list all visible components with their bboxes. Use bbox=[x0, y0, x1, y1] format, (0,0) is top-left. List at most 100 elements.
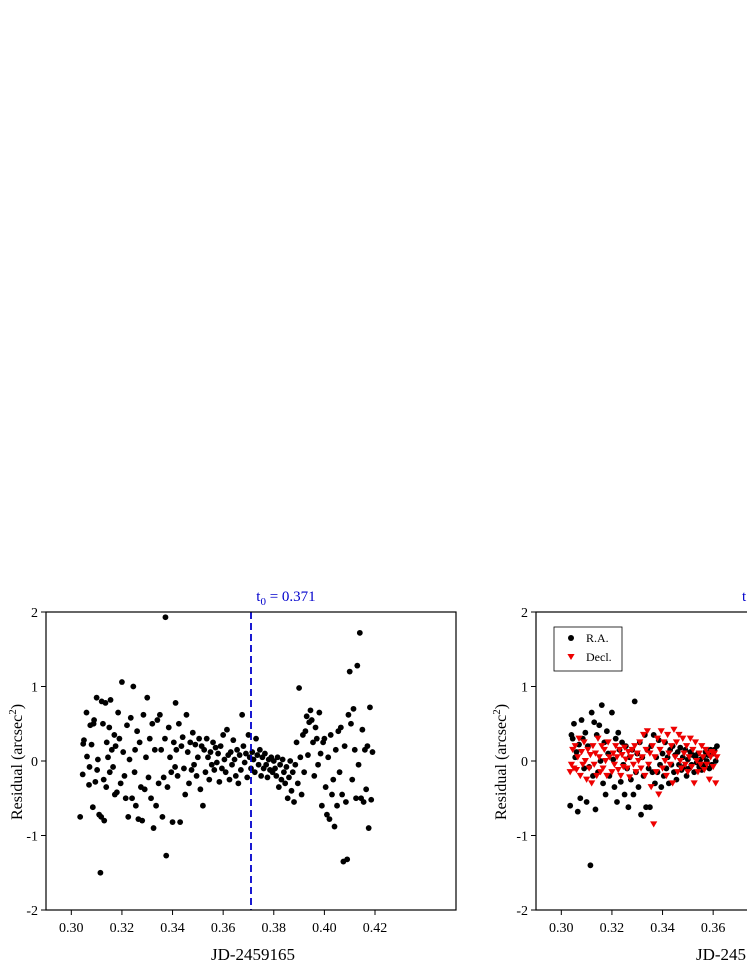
data-point bbox=[354, 662, 361, 669]
decl-point bbox=[613, 754, 621, 761]
data-point bbox=[143, 754, 149, 761]
x-tick-label: 0.32 bbox=[110, 921, 135, 936]
data-point bbox=[263, 761, 270, 768]
x-tick-label: 0.30 bbox=[549, 921, 574, 936]
data-point bbox=[281, 769, 287, 776]
data-point bbox=[79, 771, 86, 778]
data-point bbox=[258, 773, 265, 779]
data-point bbox=[307, 707, 314, 714]
decl-point bbox=[690, 780, 698, 787]
ra-point bbox=[610, 756, 617, 763]
data-point bbox=[315, 761, 321, 768]
decl-point bbox=[629, 761, 638, 768]
data-point bbox=[179, 734, 186, 741]
decl-point bbox=[641, 772, 649, 780]
decl-point bbox=[699, 754, 707, 761]
data-point bbox=[156, 711, 163, 718]
data-point bbox=[239, 711, 246, 718]
decl-point bbox=[577, 749, 586, 756]
data-point bbox=[227, 749, 234, 755]
decl-point bbox=[686, 735, 694, 742]
ra-point bbox=[609, 709, 615, 716]
data-point bbox=[183, 711, 190, 718]
decl-point bbox=[681, 761, 689, 768]
data-point bbox=[294, 780, 301, 787]
decl-point bbox=[689, 746, 697, 754]
data-point bbox=[120, 749, 127, 755]
panel-right-points bbox=[566, 698, 721, 869]
decl-point bbox=[596, 769, 605, 776]
data-point bbox=[355, 761, 362, 768]
data-point bbox=[201, 746, 208, 753]
data-point bbox=[129, 795, 135, 802]
decl-point bbox=[571, 743, 579, 750]
data-point bbox=[172, 699, 179, 706]
data-point bbox=[289, 769, 296, 776]
data-point bbox=[159, 813, 166, 820]
decl-point bbox=[652, 769, 660, 776]
decl-point bbox=[682, 743, 691, 750]
data-point bbox=[310, 739, 316, 746]
decl-point bbox=[601, 758, 610, 765]
data-point bbox=[88, 741, 95, 748]
data-point bbox=[131, 769, 138, 776]
data-point bbox=[303, 713, 310, 720]
y-tick-label: 0 bbox=[31, 755, 38, 770]
data-point bbox=[101, 817, 108, 824]
data-point bbox=[125, 813, 132, 820]
panel-right-title: t bbox=[742, 589, 747, 605]
data-point bbox=[292, 761, 299, 768]
legend-label-decl: Decl. bbox=[586, 650, 612, 664]
decl-point bbox=[572, 766, 581, 774]
data-point bbox=[245, 732, 252, 738]
data-point bbox=[325, 754, 332, 761]
data-point bbox=[339, 791, 346, 798]
data-point bbox=[324, 811, 330, 818]
data-point bbox=[230, 737, 237, 744]
data-point bbox=[243, 750, 249, 757]
data-point bbox=[154, 717, 161, 723]
decl-point bbox=[662, 772, 670, 780]
decl-point bbox=[698, 743, 706, 750]
decl-point bbox=[642, 746, 650, 754]
data-point bbox=[105, 754, 111, 761]
data-point bbox=[363, 786, 370, 793]
data-point bbox=[272, 765, 278, 772]
data-point bbox=[262, 750, 268, 757]
data-point bbox=[278, 776, 285, 783]
decl-point bbox=[624, 749, 632, 756]
data-point bbox=[274, 754, 281, 761]
data-point bbox=[349, 776, 356, 783]
data-point bbox=[330, 776, 337, 783]
data-point bbox=[124, 722, 130, 729]
data-point bbox=[210, 739, 216, 746]
data-point bbox=[275, 784, 282, 790]
ra-point bbox=[612, 735, 619, 742]
data-point bbox=[235, 780, 242, 787]
ra-point bbox=[630, 791, 637, 798]
data-point bbox=[169, 819, 176, 825]
ra-point bbox=[645, 765, 652, 772]
ra-point bbox=[714, 743, 720, 749]
data-point bbox=[106, 769, 113, 776]
decl-point bbox=[685, 754, 693, 761]
decl-point bbox=[614, 766, 622, 774]
decl-point bbox=[634, 758, 643, 765]
decl-point bbox=[591, 750, 600, 757]
decl-point bbox=[638, 754, 646, 761]
ra-point bbox=[638, 811, 644, 818]
decl-point bbox=[658, 765, 667, 772]
data-point bbox=[149, 720, 156, 727]
decl-point bbox=[660, 739, 668, 746]
data-point bbox=[283, 764, 290, 770]
data-point bbox=[273, 773, 280, 779]
ra-point bbox=[587, 862, 594, 869]
data-point bbox=[367, 704, 373, 711]
data-point bbox=[184, 749, 191, 755]
data-point bbox=[293, 739, 300, 746]
data-point bbox=[164, 784, 171, 790]
decl-point bbox=[679, 735, 687, 742]
decl-point bbox=[661, 758, 669, 765]
